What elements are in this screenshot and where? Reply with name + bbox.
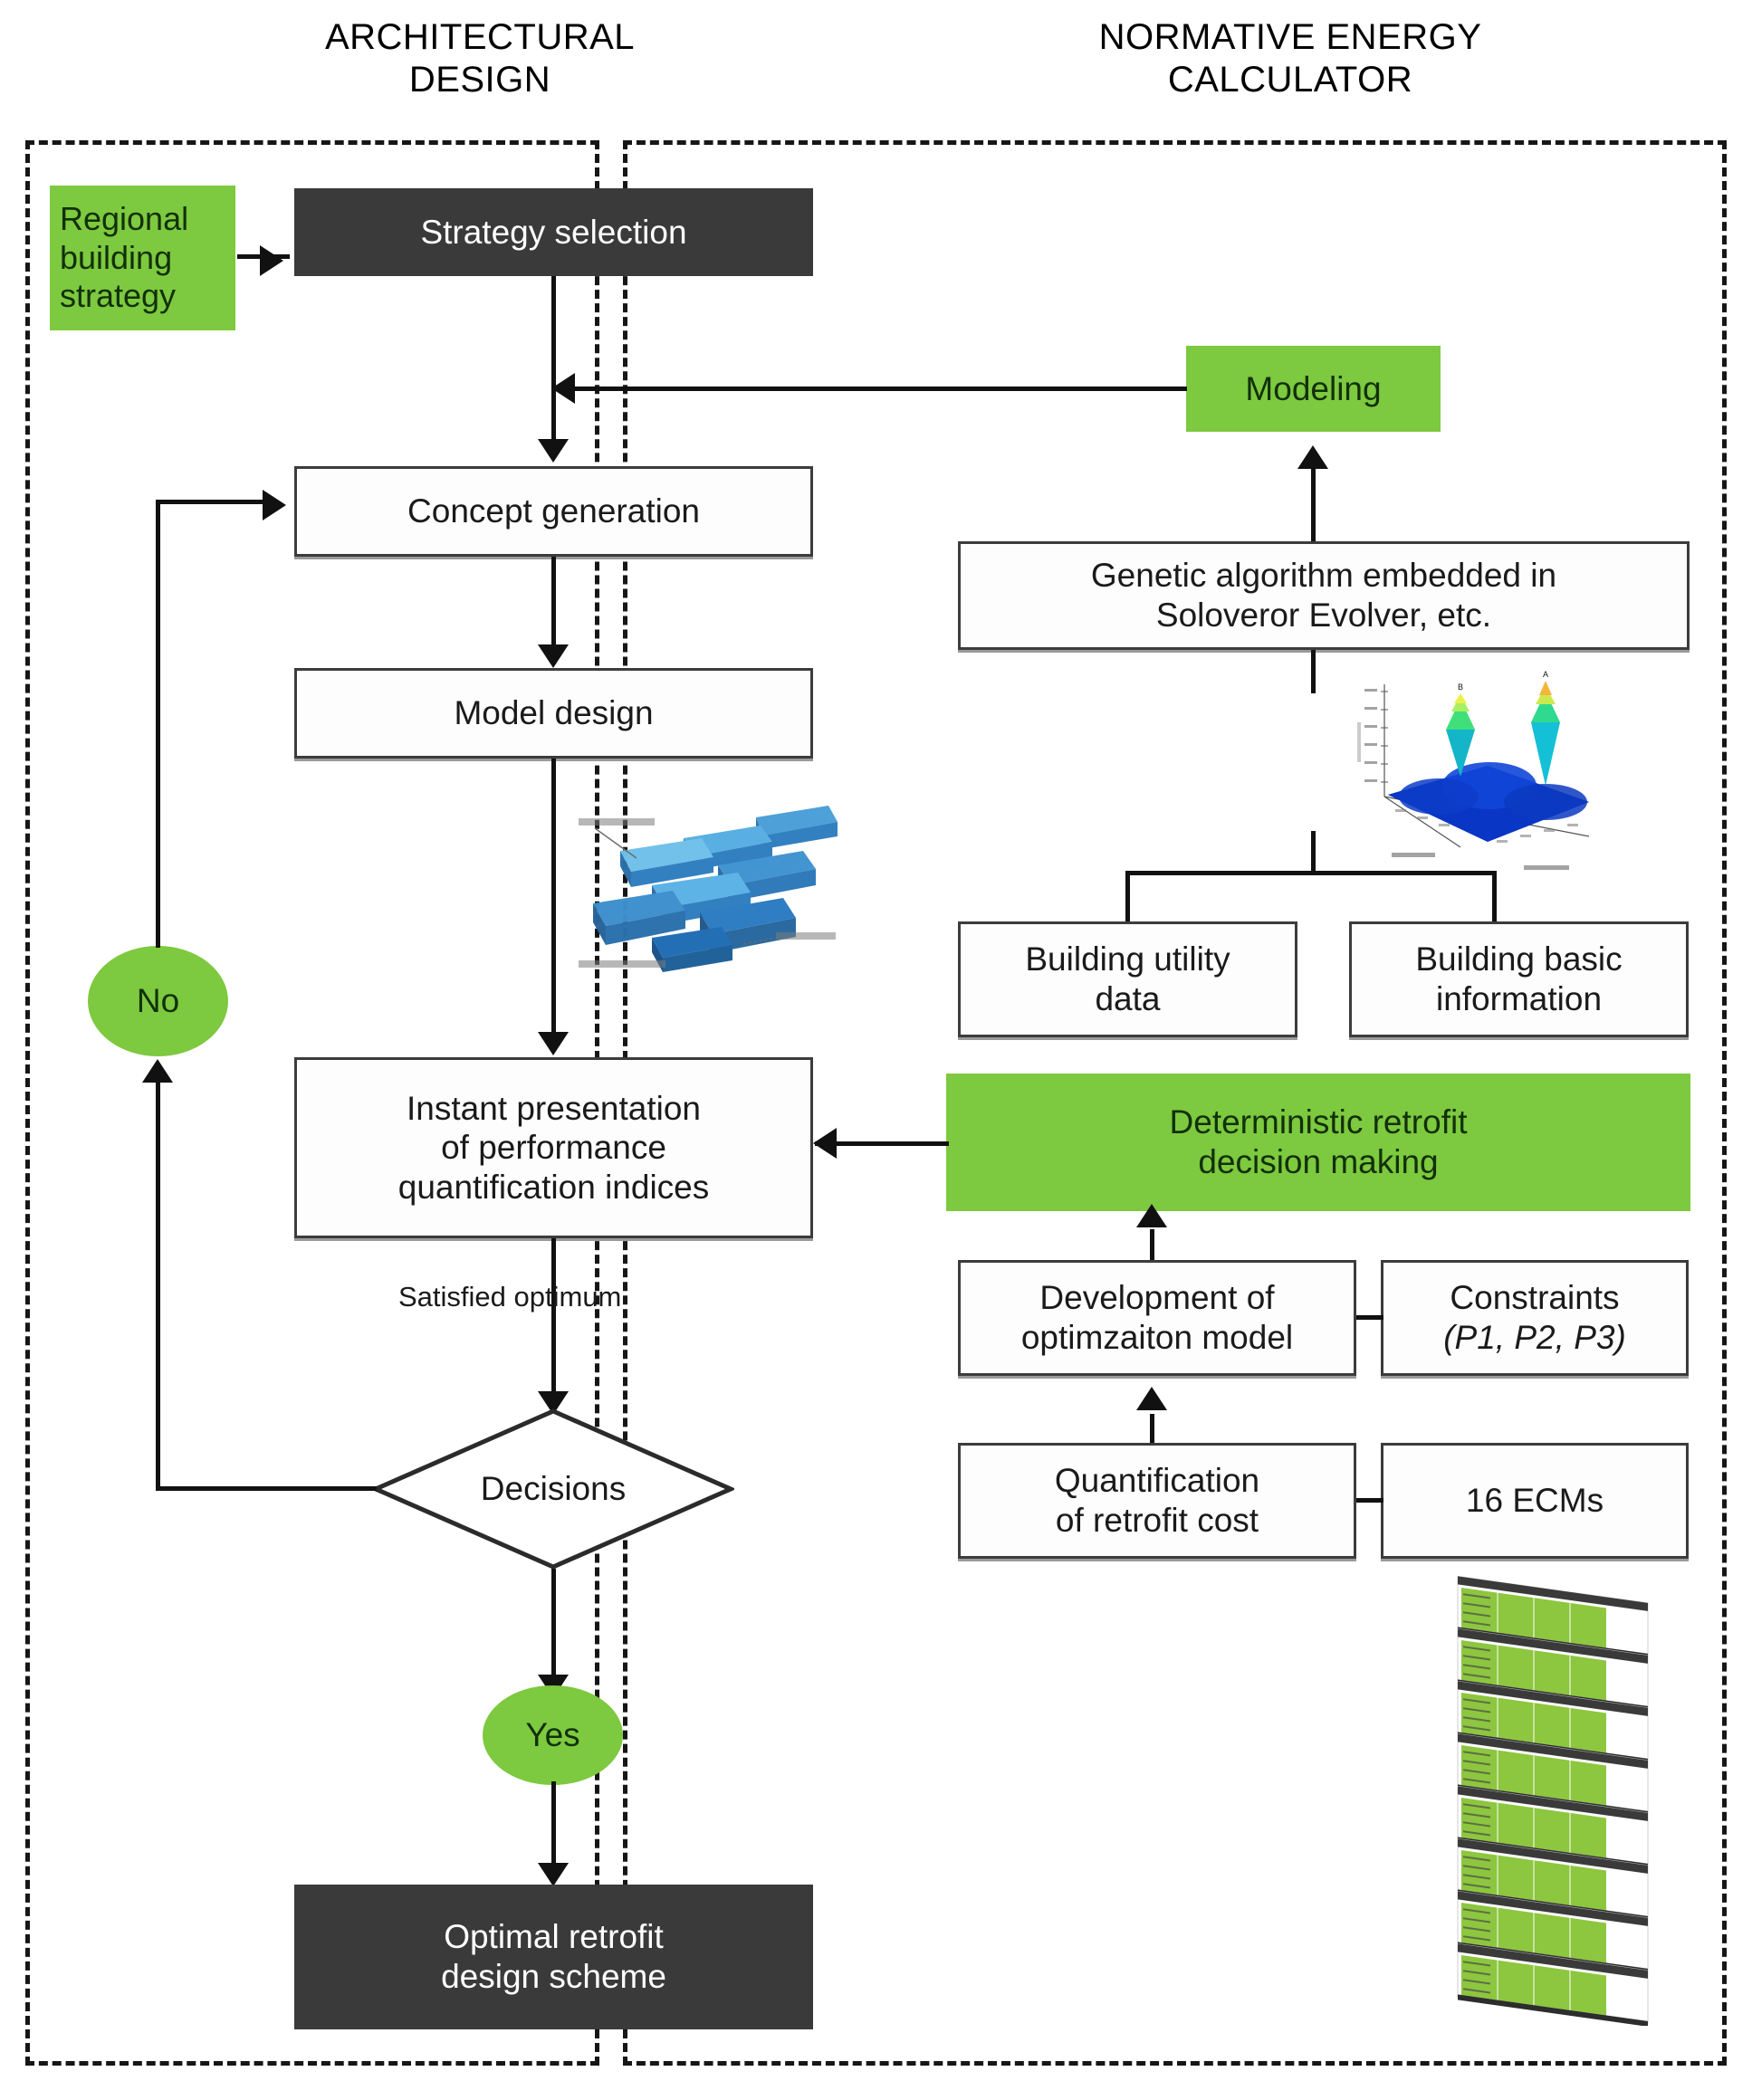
- connector-strategy-to-concept: [551, 276, 556, 450]
- node-modeling[interactable]: Modeling: [1186, 346, 1441, 432]
- connector-no-to-concept-vertical: [156, 500, 160, 948]
- arrowhead-yes-to-optimal: [538, 1863, 569, 1886]
- svg-text:B: B: [1458, 682, 1463, 692]
- column-title-normative-energy-calculator: NORMATIVE ENERGY CALCULATOR: [1098, 17, 1482, 100]
- connector-instant-to-decisions: [551, 1238, 556, 1407]
- node-16-ecms[interactable]: 16 ECMs: [1381, 1443, 1689, 1559]
- connector-to-building-basic: [1492, 871, 1497, 923]
- node-building-basic-information[interactable]: Building basic information: [1349, 921, 1689, 1037]
- connector-decisions-to-no-horizontal: [156, 1486, 377, 1491]
- connector-decisions-to-no-vertical: [156, 1070, 160, 1489]
- arrowhead-model-to-instant: [538, 1032, 569, 1055]
- node-no[interactable]: No: [88, 946, 228, 1056]
- arrowhead-no-to-concept: [263, 490, 286, 520]
- node-deterministic-retrofit-decision-making[interactable]: Deterministic retrofit decision making: [946, 1074, 1690, 1211]
- arrowhead-strategy-to-concept: [538, 439, 569, 463]
- constraints-parameters: (P1, P2, P3): [1443, 1319, 1626, 1356]
- building-massing-thumbnail: [566, 786, 842, 998]
- node-optimal-retrofit-design-scheme[interactable]: Optimal retrofit design scheme: [294, 1885, 813, 2029]
- arrowhead-modeling-to-architectural: [551, 373, 575, 404]
- node-instant-presentation-performance-indices[interactable]: Instant presentation of performance quan…: [294, 1057, 813, 1238]
- node-constraints[interactable]: Constraints (P1, P2, P3): [1381, 1260, 1689, 1376]
- node-regional-building-strategy[interactable]: Regional building strategy: [50, 186, 235, 330]
- optimization-surface-plot-thumbnail: A B: [1352, 659, 1632, 885]
- connector-model-to-instant: [551, 759, 556, 1048]
- node-genetic-algorithm[interactable]: Genetic algorithm embedded in Soloveror …: [958, 541, 1690, 650]
- arrowhead-regional-to-strategy: [260, 245, 283, 276]
- connector-no-to-concept-horizontal: [156, 500, 270, 504]
- arrowhead-genetic-to-modeling: [1297, 445, 1328, 469]
- stacked-spreadsheets-thumbnail: [1449, 1555, 1720, 2026]
- column-title-architectural-design: ARCHITECTURAL DESIGN: [324, 17, 636, 100]
- node-quantification-of-retrofit-cost[interactable]: Quantification of retrofit cost: [958, 1443, 1356, 1559]
- connector-modeling-to-architectural: [553, 387, 1187, 391]
- connector-optmodel-to-constraints: [1356, 1315, 1383, 1320]
- constraints-title: Constraints: [1450, 1279, 1620, 1317]
- node-model-design[interactable]: Model design: [294, 668, 813, 759]
- connector-to-building-utility: [1125, 871, 1130, 923]
- connector-yes-to-optimal: [551, 1781, 556, 1877]
- node-development-of-optimization-model[interactable]: Development of optimzaiton model: [958, 1260, 1356, 1376]
- connector-concept-to-model: [551, 557, 556, 656]
- node-concept-generation[interactable]: Concept generation: [294, 466, 813, 557]
- svg-text:A: A: [1543, 670, 1548, 679]
- node-building-utility-data[interactable]: Building utility data: [958, 921, 1297, 1037]
- node-strategy-selection[interactable]: Strategy selection: [294, 188, 813, 276]
- connector-decisions-to-yes: [551, 1569, 556, 1690]
- connector-genetic-to-modeling: [1311, 453, 1316, 543]
- arrowhead-into-no: [142, 1059, 173, 1083]
- arrowhead-cost-to-optmodel: [1136, 1387, 1167, 1410]
- node-yes[interactable]: Yes: [483, 1685, 623, 1785]
- connector-deterministic-to-instant: [815, 1141, 949, 1146]
- arrowhead-optmodel-to-deterministic: [1136, 1204, 1167, 1227]
- connector-data-split-stem: [1311, 650, 1316, 693]
- arrowhead-concept-to-model: [538, 644, 569, 668]
- arrowhead-deterministic-to-instant: [813, 1128, 837, 1159]
- edge-label-satisfied-optimum: Satisfied optimum: [398, 1281, 622, 1312]
- connector-data-split-riser: [1311, 831, 1316, 873]
- connector-cost-to-ecms: [1356, 1498, 1383, 1503]
- node-decisions[interactable]: Decisions: [372, 1408, 734, 1570]
